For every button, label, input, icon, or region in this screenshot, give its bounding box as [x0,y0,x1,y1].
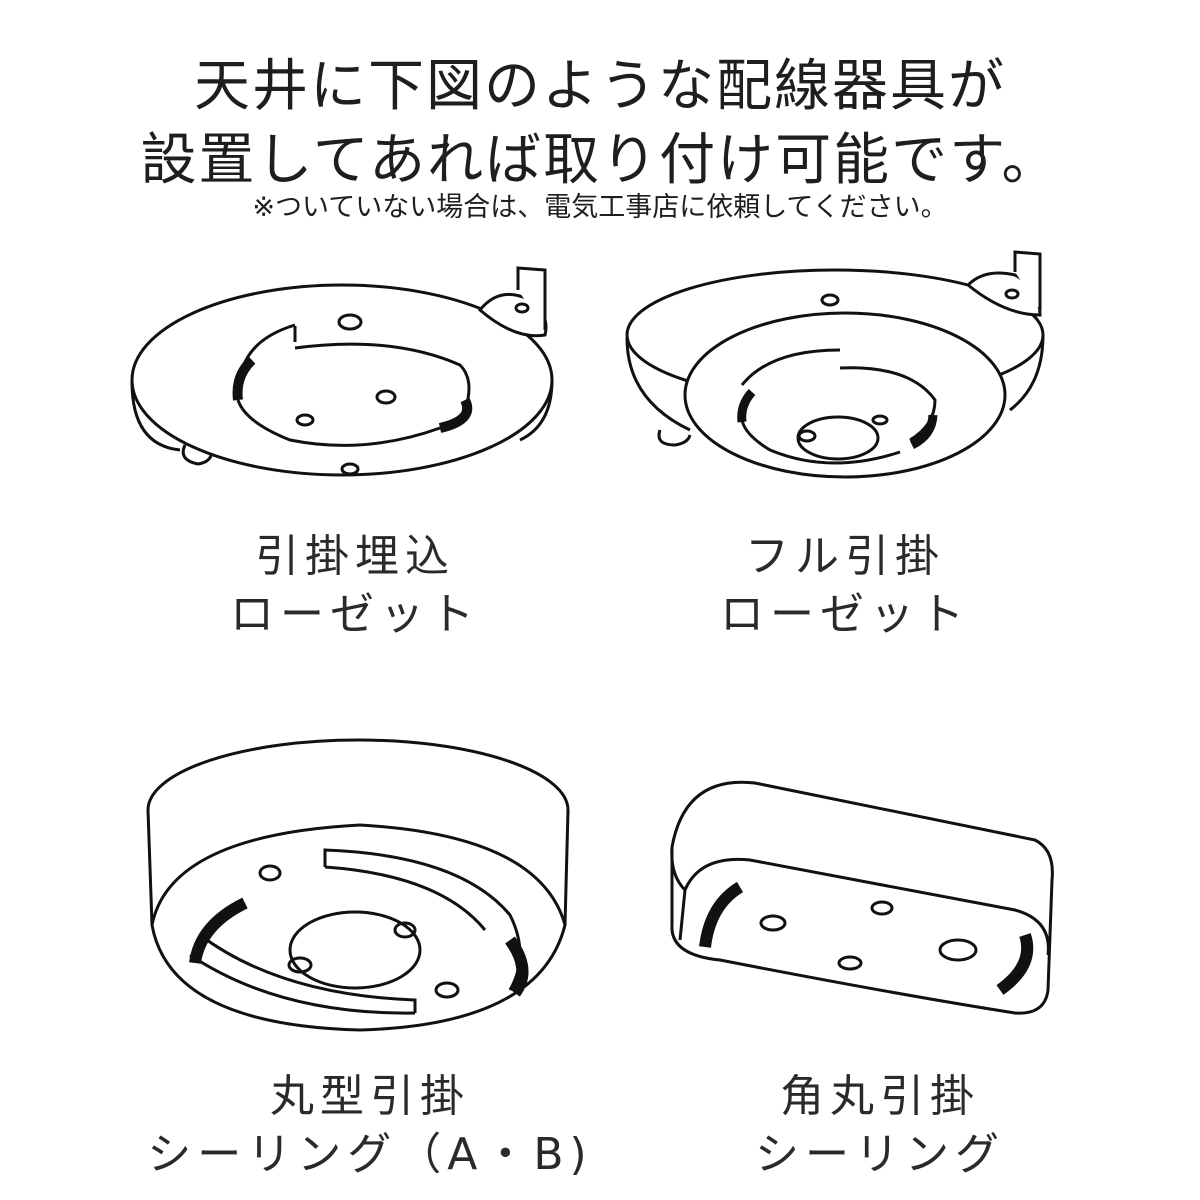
heading-line-2: 設置してあれば取り付け可能です。 [140,128,1060,193]
caption-square-ceiling-line-1: 角丸引掛 [780,1071,980,1122]
caption-square-ceiling: 角丸引掛 シーリング [710,1068,1050,1184]
caption-recessed-rosette-line-2: ローゼット [230,589,480,640]
square-ceiling-illustration [670,780,1054,1015]
heading-line-1: 天井に下図のような配線器具が [194,54,1006,119]
caption-full-rosette: フル引掛 ローゼット [675,528,1015,644]
caption-round-ceiling-line-1: 丸型引掛 [270,1071,470,1122]
caption-full-rosette-line-2: ローゼット [720,589,970,640]
round-ceiling-illustration [146,738,570,1032]
heading-note: ※ついていない場合は、電気工事店に依頼してください。 [252,192,948,223]
caption-round-ceiling: 丸型引掛 シーリング（A・B) [120,1068,620,1184]
full-rosette-illustration [625,250,1045,479]
caption-full-rosette-line-1: フル引掛 [745,531,945,582]
caption-round-ceiling-line-2: シーリング（A・B) [147,1129,593,1180]
caption-recessed-rosette: 引掛埋込 ローゼット [185,528,525,644]
recessed-rosette-illustration [130,266,554,477]
caption-square-ceiling-line-2: シーリング [755,1129,1005,1180]
caption-recessed-rosette-line-1: 引掛埋込 [255,531,455,582]
